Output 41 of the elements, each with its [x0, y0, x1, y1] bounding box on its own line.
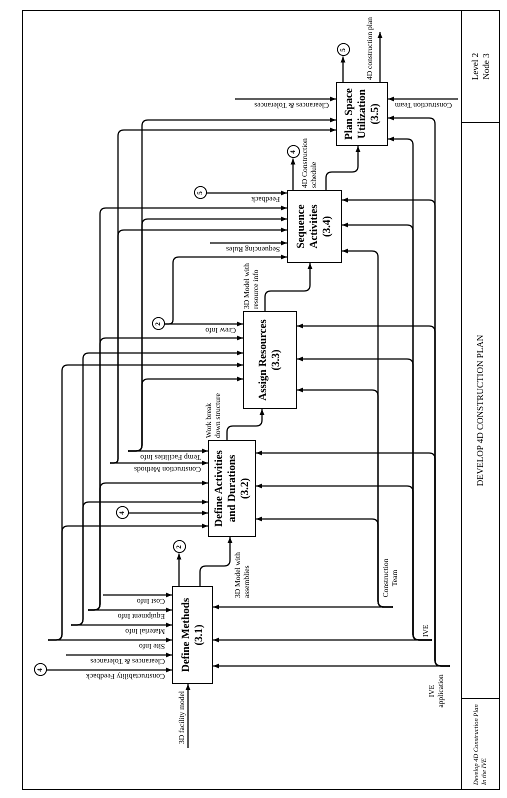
arrow	[340, 56, 346, 82]
process-box	[172, 586, 213, 684]
arrow	[88, 206, 287, 611]
arrow	[46, 668, 172, 672]
arrow	[186, 684, 190, 748]
box-title: Define Methods	[180, 598, 192, 672]
level-node-label: Level 2 Node 3	[470, 52, 492, 82]
box-number: (3.1)	[192, 624, 206, 646]
arrow	[388, 96, 458, 102]
arrow	[210, 240, 287, 246]
arrow	[325, 146, 360, 190]
arrow	[71, 350, 243, 626]
arrow	[235, 96, 336, 102]
box-title: Assign Resources	[257, 319, 270, 401]
arrow	[388, 136, 432, 641]
process-box	[243, 311, 297, 409]
arrow	[388, 116, 450, 667]
arrow	[290, 158, 296, 190]
box-number: (3.5)	[368, 103, 382, 125]
diagram-title: DEVELOP 4D CONSTRUCTION PLAN	[475, 334, 486, 486]
arrow	[48, 362, 243, 641]
arrow	[66, 652, 172, 658]
process-box	[287, 190, 342, 263]
process-box	[336, 82, 388, 146]
arrow	[103, 592, 172, 598]
arrow	[164, 254, 287, 325]
arrow	[378, 32, 382, 82]
arrow	[226, 409, 264, 440]
box-title: Define Activities and Durations	[212, 449, 238, 529]
arrow	[128, 510, 208, 516]
arrow	[264, 263, 312, 311]
box-number: (3.3)	[270, 349, 283, 371]
arrow	[206, 190, 287, 196]
box-number: (3.2)	[238, 478, 252, 500]
arrow	[176, 554, 182, 586]
box-number: (3.4)	[321, 216, 334, 238]
arrow	[342, 248, 393, 608]
arrow	[199, 537, 232, 586]
box-title: Sequence Activities	[295, 204, 321, 250]
box-title: Plan Space Utilization	[342, 87, 368, 142]
process-box	[208, 440, 256, 537]
